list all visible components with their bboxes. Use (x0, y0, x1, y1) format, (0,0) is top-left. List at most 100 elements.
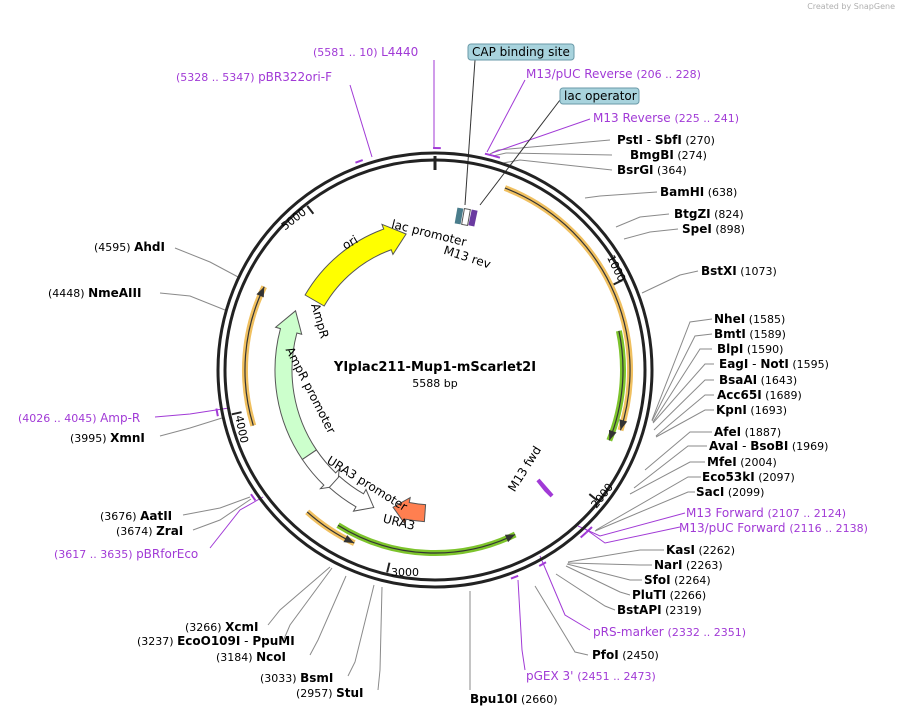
orf-arc-line (244, 286, 265, 426)
enzyme-label: BtgZI (824) (674, 207, 744, 221)
lac-operator-block (468, 209, 478, 227)
enzyme-position: (2099) (724, 486, 764, 499)
feature-label: M13/pUC Forward (2116 .. 2138) (679, 521, 868, 535)
feature-name: pGEX 3' (526, 669, 577, 683)
enzyme-label: (3237) EcoO109I - PpuMI (137, 634, 295, 648)
primer-mark (585, 526, 593, 534)
feature-name: M13/pUC Forward (679, 521, 789, 535)
enzyme-name: SbfI (655, 133, 682, 147)
enzyme-position: (3676) (100, 510, 140, 523)
plasmid-name: YIplac211-Mup1-mScarlet2I (333, 360, 536, 375)
m13-fwd-label: M13 fwd (505, 444, 544, 495)
lac-promoter-block (461, 208, 471, 226)
inner-features (274, 207, 554, 526)
enzyme-name: NmeAIII (88, 286, 141, 300)
ori-feature (304, 223, 407, 307)
tag-label: CAP binding site (472, 45, 570, 59)
enzyme-name: ZraI (156, 524, 183, 538)
tag-box (467, 43, 575, 61)
enzyme-sep: - (748, 357, 760, 371)
feature-name: pBR322ori-F (258, 70, 332, 84)
enzyme-position: (3184) (216, 651, 256, 664)
enzyme-position: (2957) (296, 687, 336, 700)
enzyme-name: EagI (719, 357, 748, 371)
enzyme-position: (2004) (737, 456, 777, 469)
enzyme-sep: - (738, 439, 750, 453)
enzyme-position: (638) (704, 186, 737, 199)
feature-range: (2107 .. 2124) (768, 507, 847, 520)
enzyme-name: BmgBI (630, 148, 674, 162)
enzyme-sep: - (240, 634, 252, 648)
enzyme-label: KpnI (1693) (716, 403, 787, 417)
enzyme-label: Acc65I (1689) (717, 388, 802, 402)
plasmid-size: 5588 bp (412, 377, 457, 390)
feature-label: (5581 .. 10) L4440 (313, 45, 418, 59)
primer-mark (484, 152, 493, 157)
enzyme-position: (2262) (695, 544, 735, 557)
enzyme-name: BamHI (660, 185, 704, 199)
enzyme-name: BtgZI (674, 207, 711, 221)
feature-label: (4026 .. 4045) Amp-R (18, 411, 140, 425)
enzyme-label: BmgBI (274) (630, 148, 707, 162)
enzyme-position: (4448) (48, 287, 88, 300)
tick-label: 3000 (391, 566, 419, 579)
ura3-feature (392, 496, 427, 526)
feature-range: (5328 .. 5347) (176, 71, 258, 84)
enzyme-name: PpuMI (252, 634, 294, 648)
enzyme-label: (3676) AatII (100, 509, 172, 523)
enzyme-position: (3995) (70, 432, 110, 445)
enzyme-label: NheI (1585) (714, 312, 785, 326)
enzyme-name: EcoO109I (177, 634, 240, 648)
enzyme-label: (3033) BsmI (260, 671, 333, 685)
enzyme-name: BsmI (300, 671, 333, 685)
enzyme-name: SacI (696, 485, 724, 499)
ori-label: ori (340, 233, 361, 253)
enzyme-position: (2263) (683, 559, 723, 572)
orf-arrowhead (256, 286, 265, 298)
feature-label: pRS-marker (2332 .. 2351) (593, 625, 746, 639)
feature-name: pRS-marker (593, 625, 668, 639)
enzyme-name: NheI (714, 312, 745, 326)
enzyme-label: PfoI (2450) (592, 648, 659, 662)
primer-mark (510, 574, 519, 580)
enzyme-name: StuI (336, 686, 363, 700)
orf-arc-line (337, 524, 516, 554)
enzyme-label: Bpu10I (2660) (470, 692, 558, 706)
feature-range: (4026 .. 4045) (18, 412, 100, 425)
enzyme-position: (2264) (671, 574, 711, 587)
orf-arc (503, 185, 633, 432)
snapgene-credit: Created by SnapGene (807, 2, 895, 11)
enzyme-label: BmtI (1589) (714, 327, 786, 341)
feature-range: (225 .. 241) (675, 112, 740, 125)
feature-range: (2116 .. 2138) (789, 522, 868, 535)
enzyme-name: SfoI (644, 573, 671, 587)
feature-label: pGEX 3' (2451 .. 2473) (526, 669, 656, 683)
enzyme-name: PstI (617, 133, 643, 147)
enzyme-name: NarI (654, 558, 683, 572)
enzyme-name: XcmI (225, 620, 258, 634)
enzyme-position: (1590) (743, 343, 783, 356)
orf-arc-line (504, 187, 631, 431)
cap-binding-block (454, 207, 464, 225)
enzyme-label: (3184) NcoI (216, 650, 286, 664)
enzyme-label: BstXI (1073) (701, 264, 777, 278)
enzyme-label: KasI (2262) (666, 543, 735, 557)
enzyme-name: KasI (666, 543, 695, 557)
enzyme-label: Eco53kI (2097) (702, 470, 795, 484)
enzyme-label: PstI - SbfI (270) (617, 133, 715, 147)
orf-arrowhead (504, 534, 516, 543)
enzyme-position: (3266) (185, 621, 225, 634)
m13-rev-label: M13 rev (442, 243, 493, 271)
enzyme-label: SfoI (2264) (644, 573, 711, 587)
enzyme-label: BamHI (638) (660, 185, 737, 199)
orf-arrowhead (343, 535, 355, 544)
enzyme-label: AvaI - BsoBI (1969) (709, 439, 828, 453)
enzyme-position: (1585) (745, 313, 785, 326)
enzyme-label: (4595) AhdI (94, 240, 165, 254)
feature-label: (3617 .. 3635) pBRforEco (54, 547, 198, 561)
enzyme-name: NcoI (256, 650, 286, 664)
feature-name: L4440 (381, 45, 418, 59)
enzyme-label: (2957) StuI (296, 686, 363, 700)
